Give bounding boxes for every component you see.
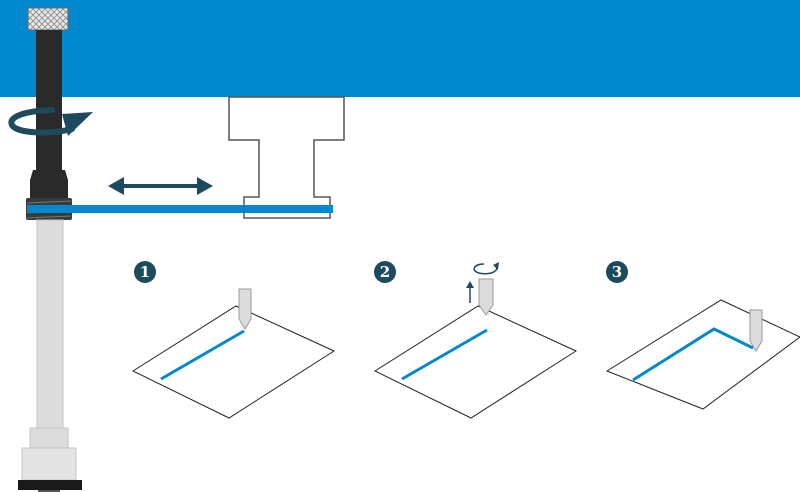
base-block-upper — [29, 427, 69, 449]
sheet — [131, 305, 336, 419]
step-1: 1 — [131, 261, 336, 419]
cut-line — [632, 327, 754, 382]
knurled-knob — [27, 7, 69, 31]
blade — [749, 309, 763, 352]
lower-shaft — [36, 219, 64, 431]
base-block-lower — [21, 447, 77, 481]
header-banner — [0, 0, 800, 97]
rotate-arrow-icon — [473, 262, 499, 275]
t-bracket-outline — [228, 96, 345, 219]
step-badge — [374, 261, 396, 283]
up-arrow-icon — [466, 281, 474, 303]
sheet — [373, 305, 578, 419]
blade — [478, 278, 494, 316]
shaft-collar — [30, 170, 68, 200]
tool-holder — [18, 7, 82, 492]
step-number: 2 — [380, 263, 390, 281]
step-2: 2 — [373, 261, 578, 419]
base-plate — [18, 480, 82, 490]
double-arrow-icon — [108, 177, 213, 195]
step-number: 1 — [140, 263, 150, 281]
step-3: 3 — [605, 261, 800, 410]
horizontal-arm — [27, 205, 333, 213]
step-badge — [606, 261, 628, 283]
sheet — [605, 299, 800, 410]
rotate-arrow-icon — [8, 107, 93, 136]
step-badge — [134, 261, 156, 283]
cut-line — [401, 328, 488, 381]
blade — [238, 288, 252, 330]
cut-line — [160, 329, 245, 381]
arm-overlay — [244, 205, 333, 213]
base-tip — [38, 490, 60, 492]
step-number: 3 — [612, 263, 622, 281]
upper-shaft — [36, 30, 62, 170]
